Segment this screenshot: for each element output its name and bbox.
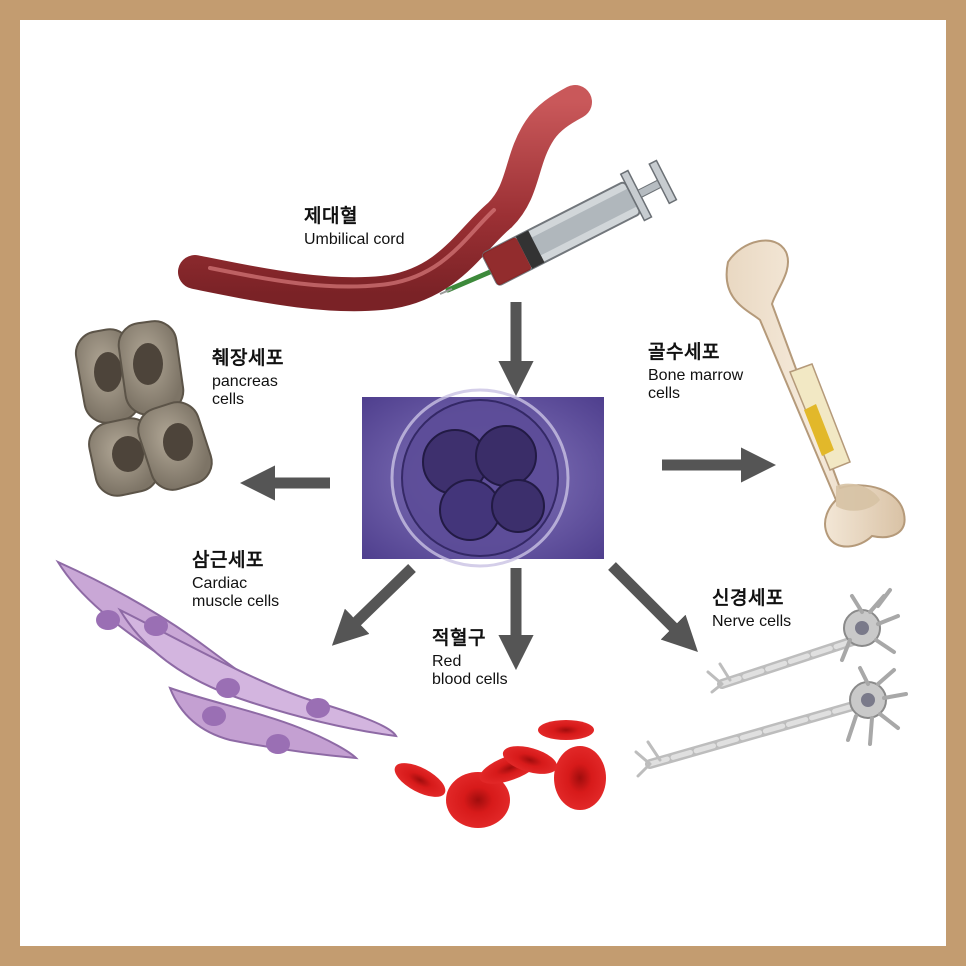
label-umbilical-cord-en: Umbilical cord [304,230,405,248]
label-nerve-cells: 신경세포 Nerve cells [712,587,792,631]
arrow-to-cardiac [331,564,416,646]
nerve-cell-bottom [634,666,908,778]
pancreas-cells-illustration [74,320,213,497]
label-pancreas-cells-en: pancreas cells [212,372,278,409]
label-bone-marrow-cells-en: Bone marrow cells [648,366,744,403]
label-bone-marrow-cells-ko: 골수세포 [648,341,720,363]
arrow-to-nerve [608,562,698,652]
label-nerve-cells-en: Nerve cells [712,612,792,630]
label-pancreas-cells-ko: 췌장세포 [212,347,284,369]
label-bone-marrow-cells: 골수세포 Bone marrow cells [648,341,744,404]
bone-illustration [725,239,906,548]
label-cardiac-muscle-cells: 삼근세포 Cardiac muscle cells [192,549,280,612]
label-pancreas-cells: 췌장세포 pancreas cells [212,347,284,410]
umbilical-cord-illustration [178,85,592,312]
syringe-illustration [439,159,678,295]
label-red-blood-cells-en: Red blood cells [432,652,508,689]
cardiac-muscle-cells-illustration [55,559,398,760]
label-red-blood-cells-ko: 적혈구 [432,627,486,649]
label-cardiac-muscle-cells-en: Cardiac muscle cells [192,574,280,611]
label-nerve-cells-ko: 신경세포 [712,587,784,609]
nerve-cells-illustration [634,588,908,778]
embryo-micrograph [362,388,604,568]
arrows [239,302,777,671]
label-umbilical-cord: 제대혈 Umbilical cord [304,205,405,249]
red-blood-cells-illustration [394,720,606,828]
nerve-cell-top [706,588,900,694]
label-umbilical-cord-ko: 제대혈 [304,205,358,227]
label-red-blood-cells: 적혈구 Red blood cells [432,627,508,690]
label-cardiac-muscle-cells-ko: 삼근세포 [192,549,264,571]
